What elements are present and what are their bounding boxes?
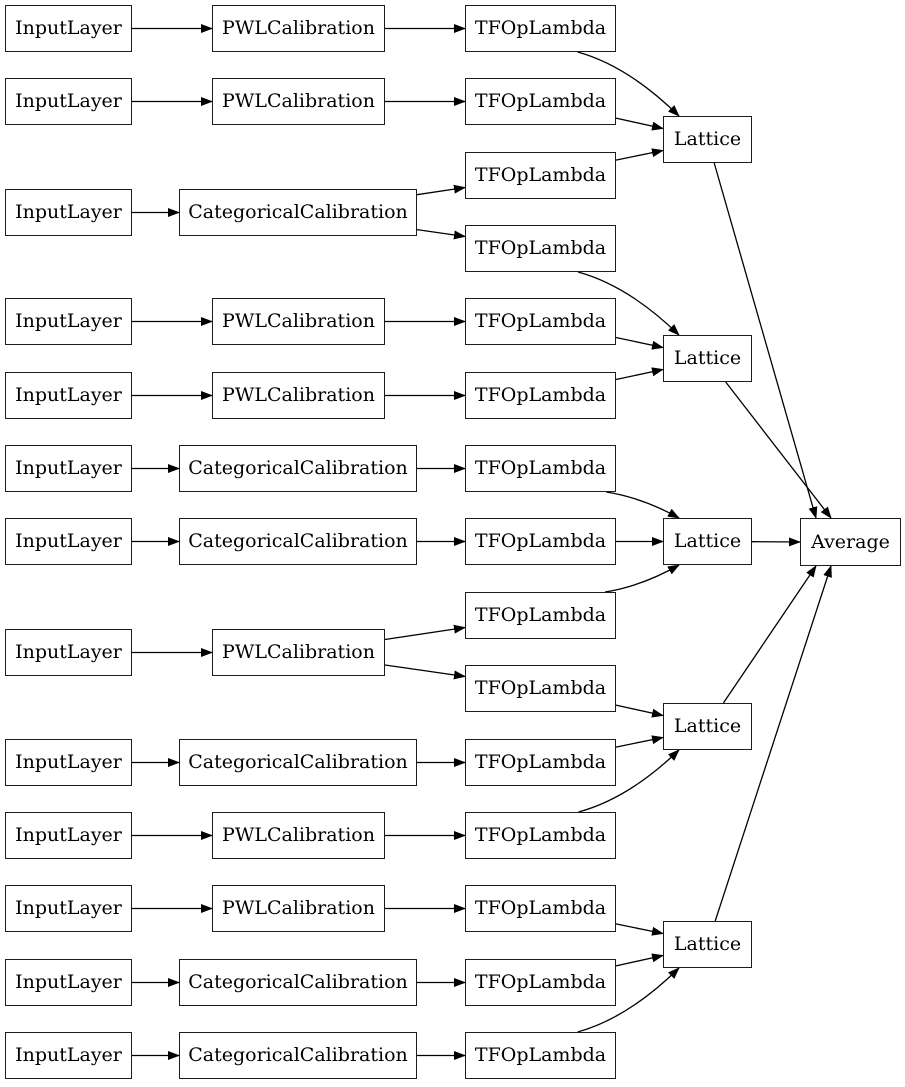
edge-cal7-tf9 xyxy=(384,664,466,680)
edge-lat3-avg xyxy=(722,565,817,704)
node-pwlcalibration: PWLCalibration xyxy=(212,812,385,859)
edge-tf5-lat1 xyxy=(615,367,664,381)
node-tfoplambda: TFOpLambda xyxy=(465,739,616,786)
node-tfoplambda: TFOpLambda xyxy=(465,518,616,565)
edge-tf4-lat1 xyxy=(615,336,664,350)
edge-tf2-lat0 xyxy=(615,148,664,161)
node-inputlayer: InputLayer xyxy=(5,629,132,676)
edge-cal7-tf8 xyxy=(384,624,466,641)
node-inputlayer: InputLayer xyxy=(5,189,132,236)
node-inputlayer: InputLayer xyxy=(5,445,132,492)
node-inputlayer: InputLayer xyxy=(5,1032,132,1079)
edge-lat1-avg xyxy=(725,381,832,519)
node-tfoplambda: TFOpLambda xyxy=(465,78,616,125)
node-categoricalcalibration: CategoricalCalibration xyxy=(179,445,417,492)
edge-tf10-lat3 xyxy=(615,735,664,748)
node-pwlcalibration: PWLCalibration xyxy=(212,298,385,345)
node-inputlayer: InputLayer xyxy=(5,518,132,565)
node-categoricalcalibration: CategoricalCalibration xyxy=(179,739,417,786)
node-tfoplambda: TFOpLambda xyxy=(465,665,616,712)
node-tfoplambda: TFOpLambda xyxy=(465,372,616,419)
node-inputlayer: InputLayer xyxy=(5,372,132,419)
node-lattice: Lattice xyxy=(663,703,752,750)
edge-tf1-lat0 xyxy=(615,117,664,131)
node-pwlcalibration: PWLCalibration xyxy=(212,372,385,419)
node-categoricalcalibration: CategoricalCalibration xyxy=(179,959,417,1006)
node-categoricalcalibration: CategoricalCalibration xyxy=(179,1032,417,1079)
edge-tf6-lat2 xyxy=(606,491,680,519)
node-pwlcalibration: PWLCalibration xyxy=(212,885,385,932)
node-tfoplambda: TFOpLambda xyxy=(465,959,616,1006)
edge-tf8-lat2 xyxy=(604,564,680,593)
node-inputlayer: InputLayer xyxy=(5,739,132,786)
node-tfoplambda: TFOpLambda xyxy=(465,812,616,859)
node-inputlayer: InputLayer xyxy=(5,5,132,52)
node-inputlayer: InputLayer xyxy=(5,298,132,345)
node-tfoplambda: TFOpLambda xyxy=(465,298,616,345)
node-pwlcalibration: PWLCalibration xyxy=(212,5,385,52)
node-tfoplambda: TFOpLambda xyxy=(465,1032,616,1079)
node-tfoplambda: TFOpLambda xyxy=(465,5,616,52)
edge-cal2-tf3 xyxy=(416,228,466,240)
node-lattice: Lattice xyxy=(663,335,752,382)
node-categoricalcalibration: CategoricalCalibration xyxy=(179,518,417,565)
node-tfoplambda: TFOpLambda xyxy=(465,592,616,639)
node-lattice: Lattice xyxy=(663,921,752,968)
node-pwlcalibration: PWLCalibration xyxy=(212,78,385,125)
node-categoricalcalibration: CategoricalCalibration xyxy=(179,189,417,236)
edge-tf13-lat4 xyxy=(615,953,664,967)
node-inputlayer: InputLayer xyxy=(5,885,132,932)
node-inputlayer: InputLayer xyxy=(5,812,132,859)
edge-cal2-tf2 xyxy=(416,184,466,196)
node-average: Average xyxy=(800,518,901,566)
node-tfoplambda: TFOpLambda xyxy=(465,885,616,932)
node-pwlcalibration: PWLCalibration xyxy=(212,629,385,676)
node-lattice: Lattice xyxy=(663,518,752,565)
node-inputlayer: InputLayer xyxy=(5,78,132,125)
node-tfoplambda: TFOpLambda xyxy=(465,152,616,199)
node-lattice: Lattice xyxy=(663,116,752,163)
edge-tf9-lat3 xyxy=(615,704,664,718)
node-tfoplambda: TFOpLambda xyxy=(465,445,616,492)
edge-tf12-lat4 xyxy=(615,923,664,936)
node-tfoplambda: TFOpLambda xyxy=(465,225,616,272)
node-inputlayer: InputLayer xyxy=(5,959,132,1006)
